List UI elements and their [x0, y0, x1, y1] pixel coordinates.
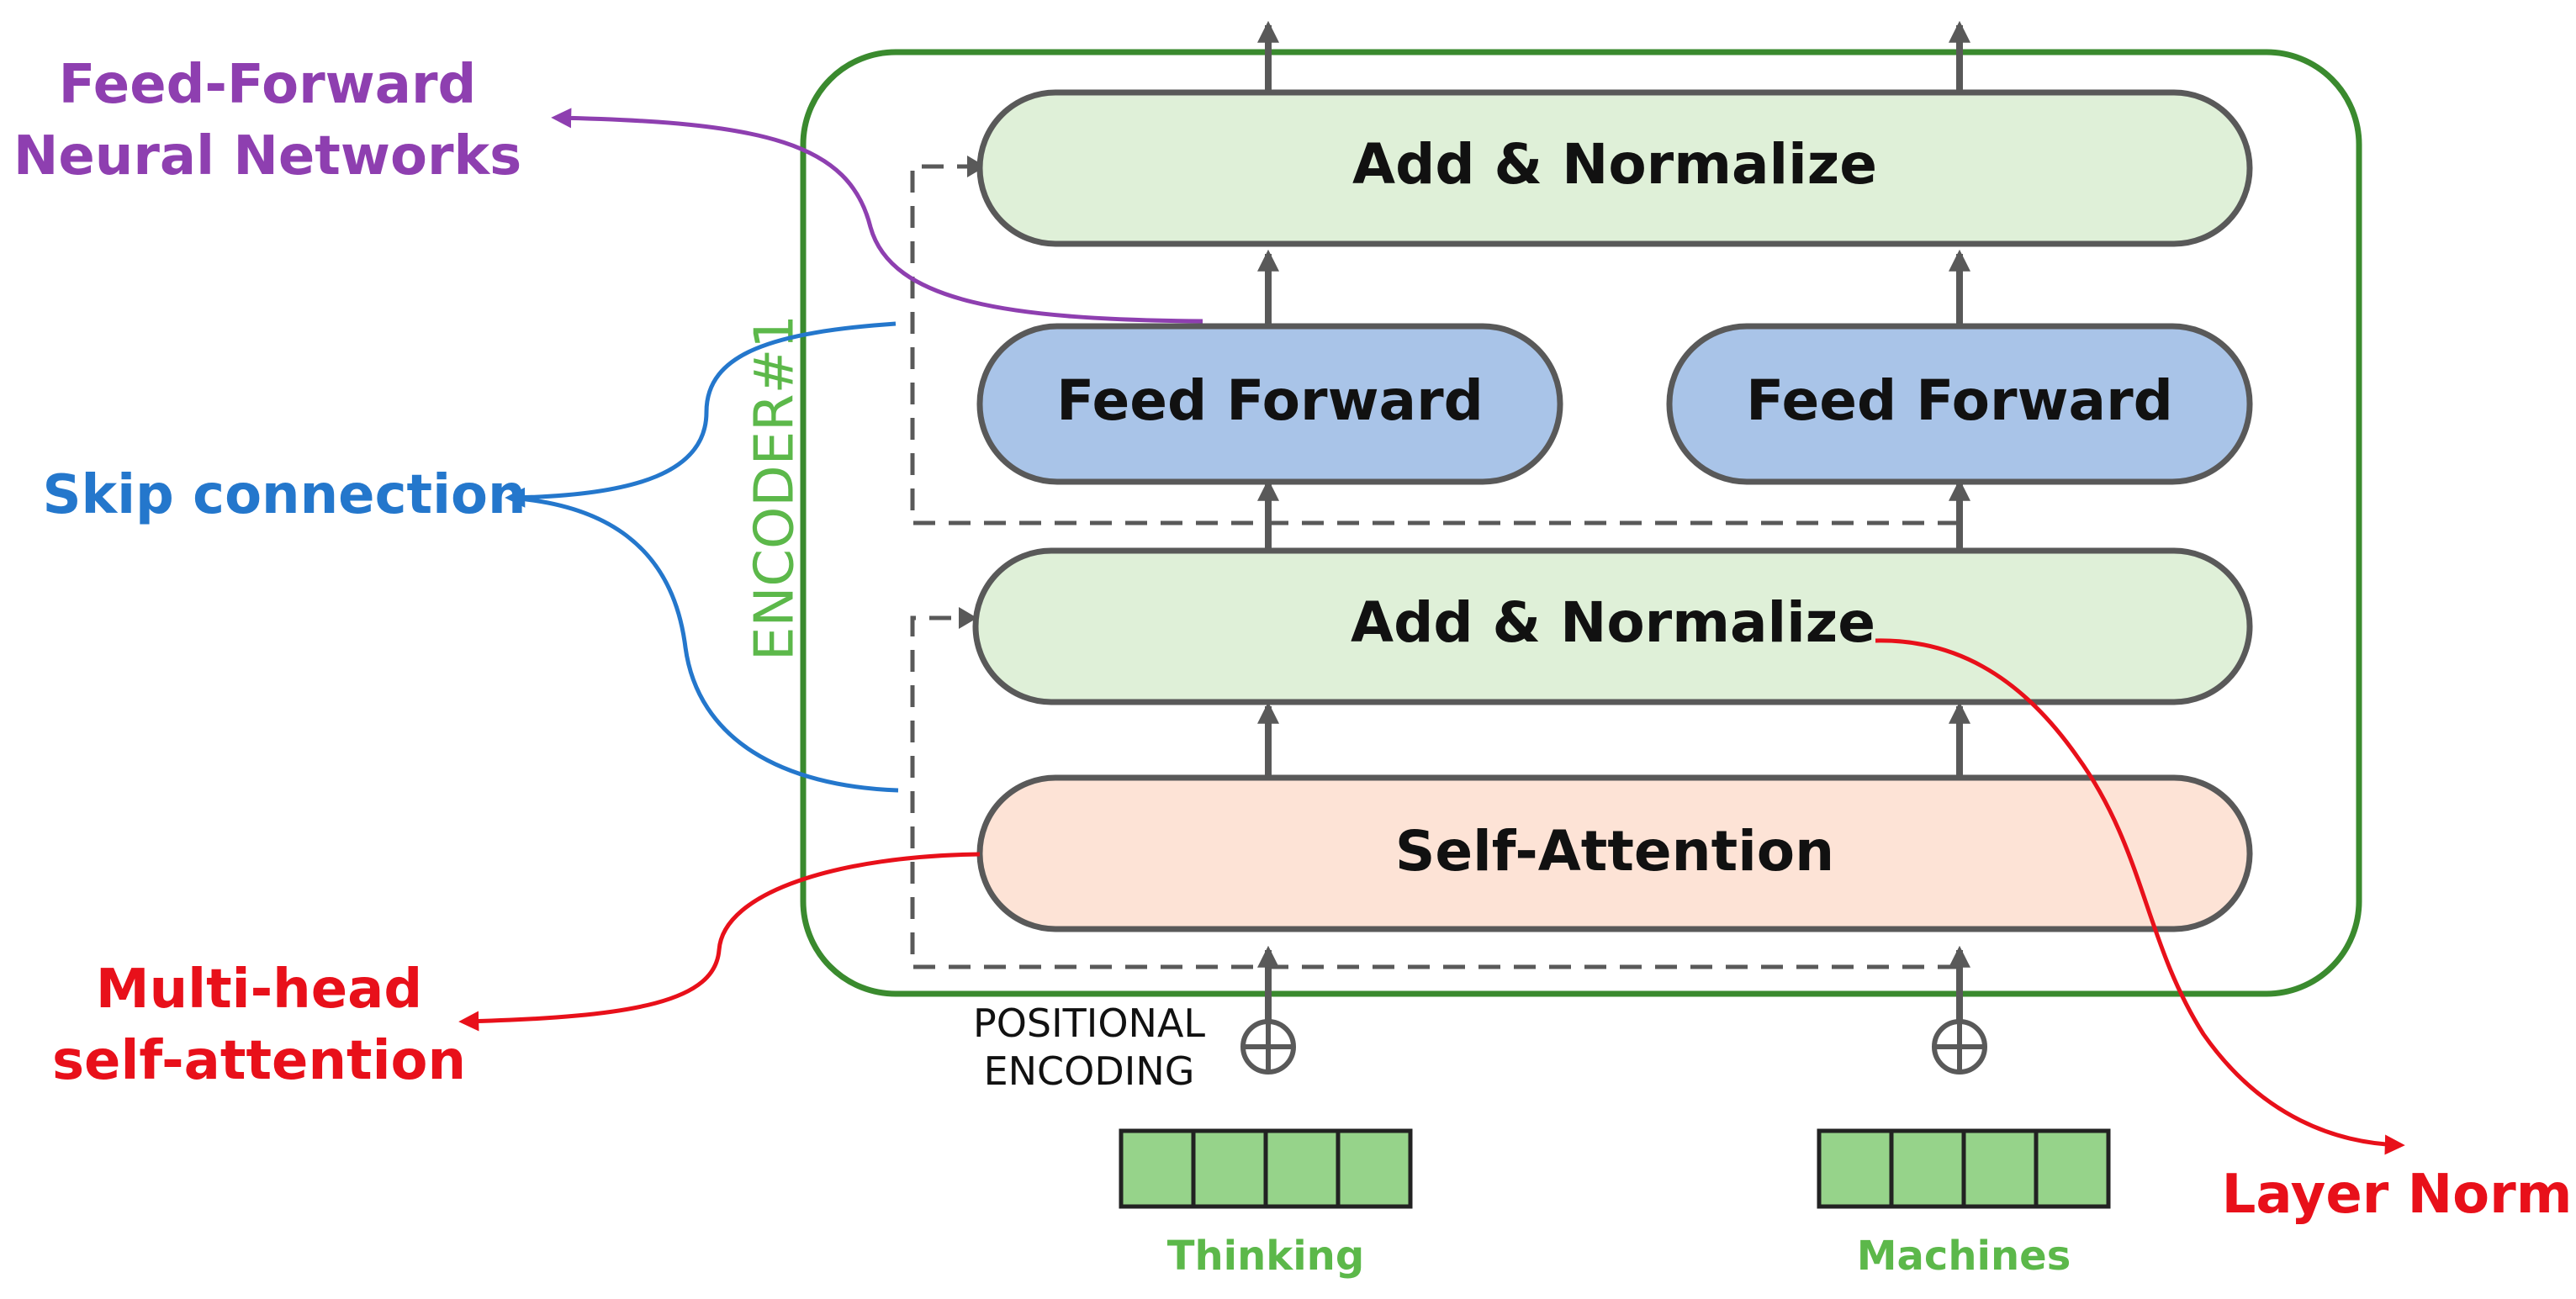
add-normalize-top-block: Add & Normalize — [976, 89, 2253, 247]
ffn-annotation-line2: Neural Networks — [13, 125, 521, 187]
layer-norm-annotation-arrow — [1875, 638, 2405, 1155]
skip-connection-paths — [910, 164, 1960, 969]
skip-arrowhead-lower — [959, 607, 977, 629]
add-normalize-bottom-block: Add & Normalize — [972, 547, 2253, 705]
self-attention-block: Self-Attention — [976, 774, 2253, 932]
feed-forward-left-block: Feed Forward — [976, 323, 1563, 485]
feed-forward-left-label: Feed Forward — [1056, 368, 1484, 433]
positional-plus-right-icon — [1932, 1019, 1987, 1075]
ffn-annotation-line1: Feed-Forward — [59, 54, 477, 116]
mhsa-annotation-arrow — [458, 852, 981, 1032]
skip-arrowhead-upper — [967, 156, 986, 177]
self-attention-label: Self-Attention — [1395, 819, 1834, 884]
add-normalize-top-label: Add & Normalize — [1352, 132, 1877, 197]
input-vector-right — [1817, 1128, 2111, 1209]
positional-encoding-line2: ENCODING — [984, 1048, 1195, 1094]
flow-arrows — [1257, 20, 1970, 1022]
positional-encoding-line1: POSITIONAL — [973, 1001, 1205, 1046]
encoder-frame — [800, 49, 2362, 997]
skip-arrowheads — [959, 156, 986, 629]
positional-plus-left-icon — [1240, 1019, 1296, 1075]
input-vector-left — [1119, 1128, 1413, 1209]
input-label-left: Thinking — [1167, 1233, 1364, 1280]
skip-annotation-arrow-lower — [508, 495, 899, 793]
skip-annotation-arrow-upper — [505, 321, 897, 508]
skip-annotation-label: Skip connection — [42, 464, 526, 526]
mhsa-annotation-line2: self-attention — [52, 1030, 466, 1092]
encoder-label: ENCODER#1 — [744, 314, 807, 661]
mhsa-annotation-line1: Multi-head — [96, 958, 422, 1021]
add-normalize-bottom-label: Add & Normalize — [1351, 590, 1875, 655]
feed-forward-right-block: Feed Forward — [1666, 323, 2253, 485]
ffn-annotation-arrow — [551, 108, 1203, 324]
layer-norm-annotation-label: Layer Norm — [2222, 1164, 2573, 1226]
feed-forward-right-label: Feed Forward — [1746, 368, 2173, 433]
skip-path-lower — [910, 615, 1960, 969]
input-label-right: Machines — [1857, 1233, 2071, 1280]
